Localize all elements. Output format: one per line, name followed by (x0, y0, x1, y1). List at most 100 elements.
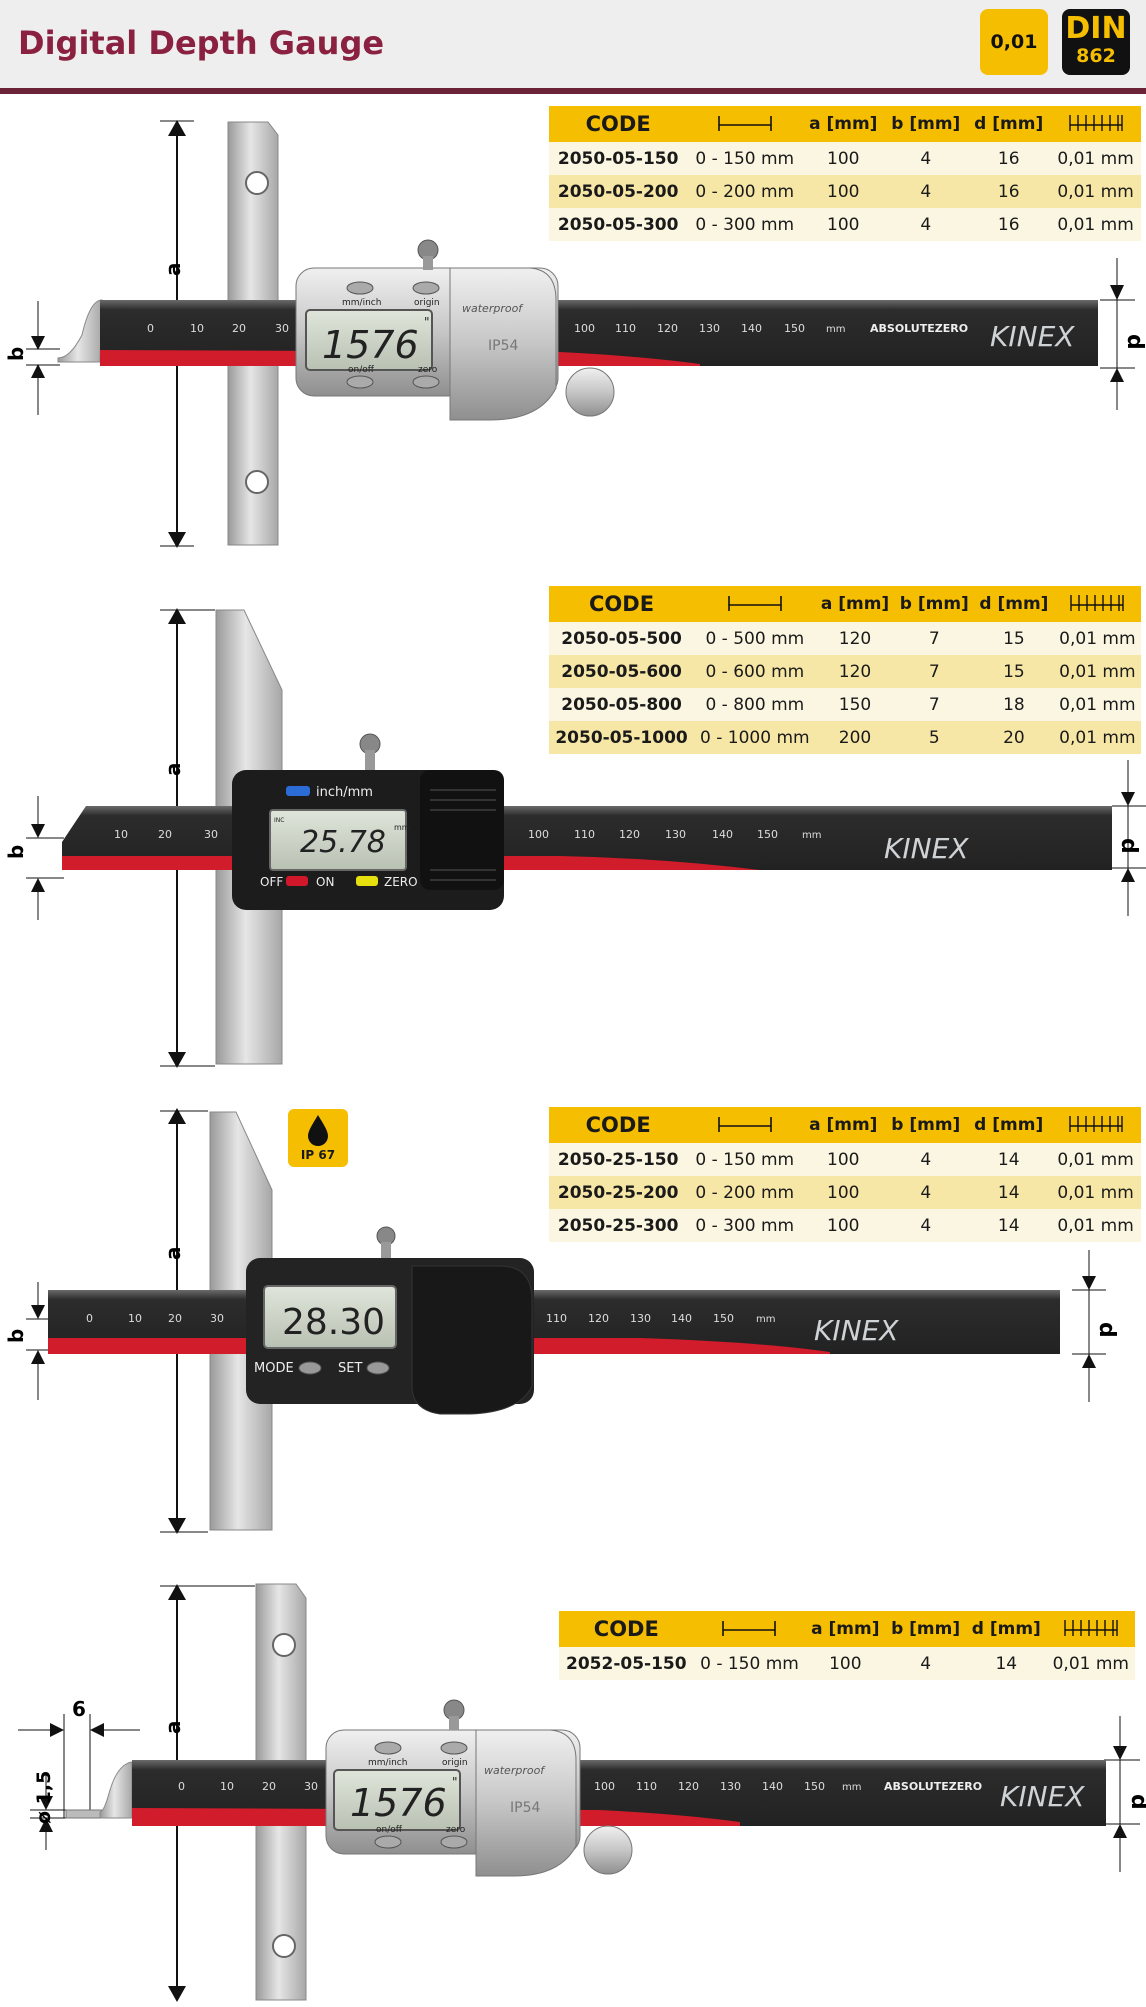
cell-d: 18 (974, 688, 1054, 721)
cell-resolution: 0,01 mm (1050, 175, 1141, 208)
svg-text:IP54: IP54 (510, 1800, 540, 1816)
dimension-b-2 (26, 796, 64, 920)
col-resolution-icon (1050, 1107, 1141, 1143)
cell-b: 4 (884, 142, 968, 175)
col-range-icon (687, 106, 803, 142)
svg-text:on/off: on/off (376, 1825, 403, 1835)
col-a: a [mm] (815, 586, 895, 622)
svg-text:110: 110 (615, 322, 636, 335)
svg-text:origin: origin (414, 298, 440, 308)
cell-code: 2050-25-300 (549, 1209, 688, 1242)
svg-text:150: 150 (784, 322, 805, 335)
range-icon (722, 1620, 777, 1636)
cell-resolution: 0,01 mm (1050, 1209, 1141, 1242)
range-icon (728, 595, 782, 611)
svg-text:on/off: on/off (348, 365, 375, 375)
cell-b: 4 (884, 1209, 968, 1242)
cell-d: 14 (967, 1143, 1051, 1176)
scale-resolution-icon (1068, 1115, 1123, 1132)
col-b: b [mm] (884, 106, 968, 142)
din-number: 862 (1076, 45, 1116, 67)
unit-mm: mm (756, 1314, 775, 1325)
label-six: 6 (72, 1697, 86, 1721)
cell-range: 0 - 300 mm (687, 1209, 803, 1242)
svg-text:30: 30 (210, 1312, 224, 1325)
cell-resolution: 0,01 mm (1053, 655, 1141, 688)
cell-code: 2052-05-150 (559, 1647, 694, 1680)
col-range-icon (693, 1611, 806, 1647)
svg-text:INC: INC (274, 817, 284, 824)
svg-text:100: 100 (574, 322, 595, 335)
cell-b: 5 (894, 721, 975, 754)
col-b: b [mm] (884, 1107, 968, 1143)
cell-a: 100 (802, 208, 885, 241)
cell-d: 16 (967, 175, 1051, 208)
col-d: d [mm] (967, 1107, 1051, 1143)
cell-a: 100 (802, 1176, 885, 1209)
svg-text:mm/inch: mm/inch (342, 298, 381, 308)
col-a: a [mm] (802, 106, 885, 142)
origin-button (440, 1741, 468, 1755)
ip67-badge: IP 67 (288, 1109, 348, 1167)
label-b: b (4, 1329, 28, 1343)
svg-text:0: 0 (178, 1780, 185, 1793)
dimension-d-3 (1072, 1250, 1106, 1402)
on-off-button (374, 1835, 402, 1849)
dimension-d-2 (1112, 760, 1146, 916)
cell-b: 4 (884, 175, 968, 208)
col-b: b [mm] (885, 1611, 966, 1647)
svg-text:0: 0 (86, 1312, 93, 1325)
label-diameter: ø 1,5 (33, 1771, 55, 1824)
cell-code: 2050-05-200 (549, 175, 688, 208)
range-icon (717, 115, 772, 131)
kinex-logo: KINEX (990, 320, 1075, 353)
cell-b: 7 (894, 622, 975, 655)
cell-range: 0 - 500 mm (694, 622, 816, 655)
cell-a: 100 (802, 142, 885, 175)
cell-a: 200 (815, 721, 895, 754)
svg-text:30: 30 (304, 1780, 318, 1793)
lcd-reading-1: 1576 (322, 323, 419, 367)
svg-text:10: 10 (114, 828, 128, 841)
svg-text:30: 30 (275, 322, 289, 335)
svg-text:0: 0 (147, 322, 154, 335)
col-code: CODE (549, 106, 688, 142)
svg-text:140: 140 (762, 1780, 783, 1793)
kinex-logo: KINEX (884, 832, 969, 865)
cell-resolution: 0,01 mm (1053, 688, 1141, 721)
label-b: b (4, 347, 28, 361)
cell-b: 7 (894, 655, 975, 688)
col-code: CODE (559, 1611, 694, 1647)
svg-text:20: 20 (232, 322, 246, 335)
cell-a: 100 (805, 1647, 886, 1680)
cell-a: 100 (802, 175, 885, 208)
cell-resolution: 0,01 mm (1050, 1176, 1141, 1209)
cell-b: 7 (894, 688, 975, 721)
cell-code: 2050-05-300 (549, 208, 688, 241)
svg-text:150: 150 (713, 1312, 734, 1325)
svg-text:mm/inch: mm/inch (368, 1758, 407, 1768)
din-label: DIN (1065, 11, 1127, 46)
label-d: d (1122, 334, 1146, 350)
col-code: CODE (549, 586, 695, 622)
cell-a: 100 (802, 1209, 885, 1242)
cell-d: 14 (967, 1176, 1051, 1209)
mode-button (298, 1361, 322, 1375)
svg-text:100: 100 (528, 828, 549, 841)
svg-text:mm: mm (394, 823, 410, 832)
cell-resolution: 0,01 mm (1046, 1647, 1135, 1680)
mm-inch-button (346, 281, 374, 295)
unit-mm: mm (842, 1782, 861, 1793)
